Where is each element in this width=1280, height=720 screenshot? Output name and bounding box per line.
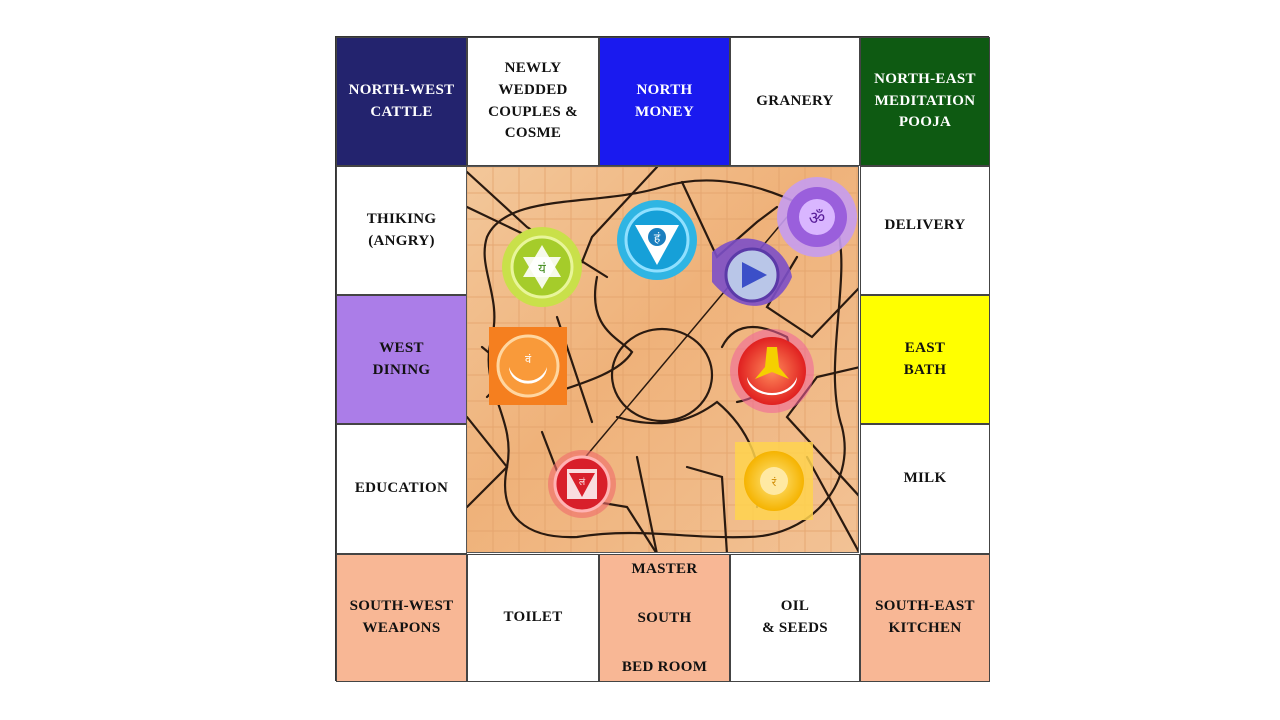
- sacral-chakra-icon: वं: [489, 327, 567, 405]
- zone-education: EDUCATION: [336, 424, 467, 554]
- chakra-symbol: लं: [579, 477, 586, 488]
- zone-delivery: DELIVERY: [860, 166, 990, 295]
- zone-label: THIKING: [366, 210, 437, 227]
- zone-oil-seeds: OIL & SEEDS: [730, 554, 860, 682]
- zone-thinking: THIKING (ANGRY): [336, 166, 467, 295]
- zone-north: NORTH MONEY: [599, 37, 730, 166]
- zone-label: NORTH: [636, 81, 693, 98]
- zone-label: NORTH-EAST: [874, 70, 976, 87]
- zone-label: BATH: [903, 361, 947, 378]
- crown-chakra-icon: ॐ: [777, 177, 857, 257]
- zone-label: TOILET: [503, 609, 563, 626]
- root-chakra-icon: लं: [548, 450, 616, 518]
- zone-label: POOJA: [898, 114, 952, 131]
- zone-label: MASTER: [631, 561, 698, 577]
- zone-label: COUPLES &: [488, 103, 578, 120]
- zone-granery: GRANERY: [730, 37, 860, 166]
- zone-east: EAST BATH: [860, 295, 990, 424]
- third-eye-chakra-icon: [712, 238, 792, 306]
- zone-newly-wedded: NEWLY WEDDED COUPLES & COSME: [467, 37, 599, 166]
- zone-south: MASTER SOUTH BED ROOM: [599, 554, 730, 682]
- vastu-grid: NORTH-WEST CATTLE NEWLY WEDDED COUPLES &…: [335, 36, 990, 682]
- zone-south-west: SOUTH-WEST WEAPONS: [336, 554, 467, 682]
- zone-label: KITCHEN: [888, 620, 962, 636]
- chakra-symbol: यं: [538, 262, 546, 277]
- zone-west: WEST DINING: [336, 295, 467, 424]
- zone-label: EAST: [904, 339, 946, 356]
- zone-milk: MILK: [860, 424, 990, 554]
- zone-label: NEWLY: [504, 60, 562, 76]
- zone-label: & SEEDS: [762, 620, 828, 636]
- chakra-body-map: ॐ हं यं: [467, 167, 858, 552]
- zone-label: CATTLE: [370, 103, 433, 120]
- throat-chakra-icon: हं: [617, 200, 697, 280]
- zone-label: WEAPONS: [362, 620, 441, 636]
- zone-north-west: NORTH-WEST CATTLE: [336, 37, 467, 166]
- chakra-symbol: ॐ: [809, 208, 825, 229]
- chakra-symbol: वं: [525, 353, 532, 366]
- zone-toilet: TOILET: [467, 554, 599, 682]
- heart-chakra-icon: यं: [502, 227, 582, 307]
- zone-label: EDUCATION: [354, 480, 449, 497]
- solar-plexus-chakra-icon: रं: [735, 442, 813, 520]
- zone-label: NORTH-WEST: [348, 81, 455, 98]
- zone-label: MILK: [903, 470, 947, 487]
- zone-label: DELIVERY: [884, 216, 966, 233]
- zone-label: MEDITATION: [874, 92, 976, 109]
- zone-label: SOUTH: [637, 610, 692, 627]
- zone-label: (ANGRY): [368, 232, 435, 249]
- zone-south-east: SOUTH-EAST KITCHEN: [860, 554, 990, 682]
- zone-label: SOUTH-WEST: [349, 598, 454, 615]
- navel-chakra-icon: [730, 329, 814, 413]
- zone-label: GRANERY: [756, 92, 834, 109]
- chakra-symbol: रं: [772, 476, 777, 489]
- zone-label: DINING: [372, 361, 431, 378]
- chakra-symbol: हं: [654, 231, 661, 245]
- zone-label: SOUTH-EAST: [875, 598, 975, 615]
- zone-label: OIL: [780, 598, 810, 615]
- zone-label: COSME: [504, 125, 562, 142]
- zone-label: MONEY: [635, 103, 694, 120]
- zone-north-east: NORTH-EAST MEDITATION POOJA: [860, 37, 990, 166]
- zone-label: WEDDED: [498, 81, 568, 98]
- zone-label: BED ROOM: [621, 659, 708, 676]
- zone-label: WEST: [379, 339, 424, 356]
- center-chakra-illustration: ॐ हं यं: [466, 166, 859, 553]
